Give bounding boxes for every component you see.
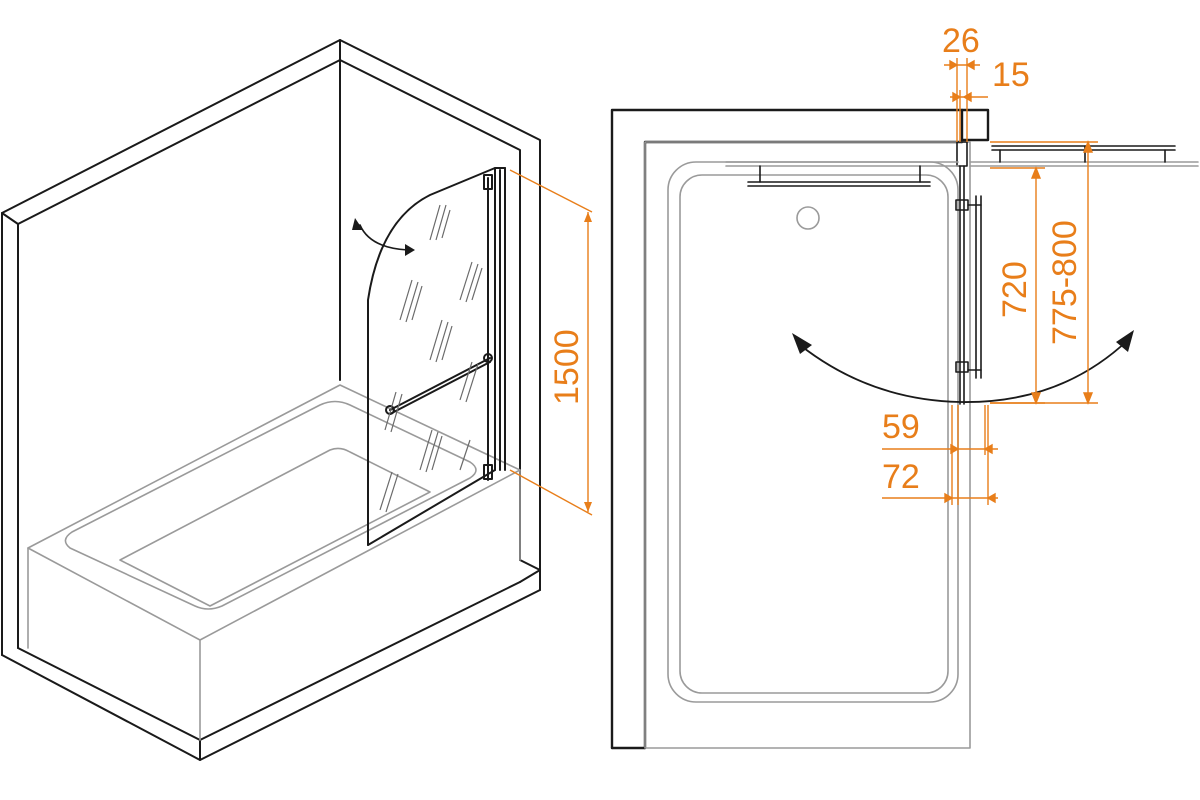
plan-dimensions xyxy=(882,58,1098,505)
swing-arrow-iso xyxy=(352,218,415,256)
bathroom-walls xyxy=(1,39,541,761)
swing-arc xyxy=(792,330,1134,403)
dim-59-label: 59 xyxy=(882,408,920,446)
dim-720-label: 720 xyxy=(996,261,1034,318)
plan-view: 26 15 720 775-800 59 72 xyxy=(610,22,1199,750)
plan-screen xyxy=(725,141,1199,405)
bathtub xyxy=(27,384,521,741)
dim-775-800-label: 775-800 xyxy=(1046,220,1084,345)
plan-bathtub xyxy=(644,141,971,749)
dim-15-label: 15 xyxy=(992,56,1030,94)
panel-height-label: 1500 xyxy=(548,329,586,405)
isometric-view: 1500 xyxy=(1,39,593,761)
dim-72-label: 72 xyxy=(882,458,920,496)
glass-texture xyxy=(379,204,483,513)
dim-26-label: 26 xyxy=(942,22,980,60)
shower-screen xyxy=(367,167,506,546)
height-dimension xyxy=(509,169,593,516)
